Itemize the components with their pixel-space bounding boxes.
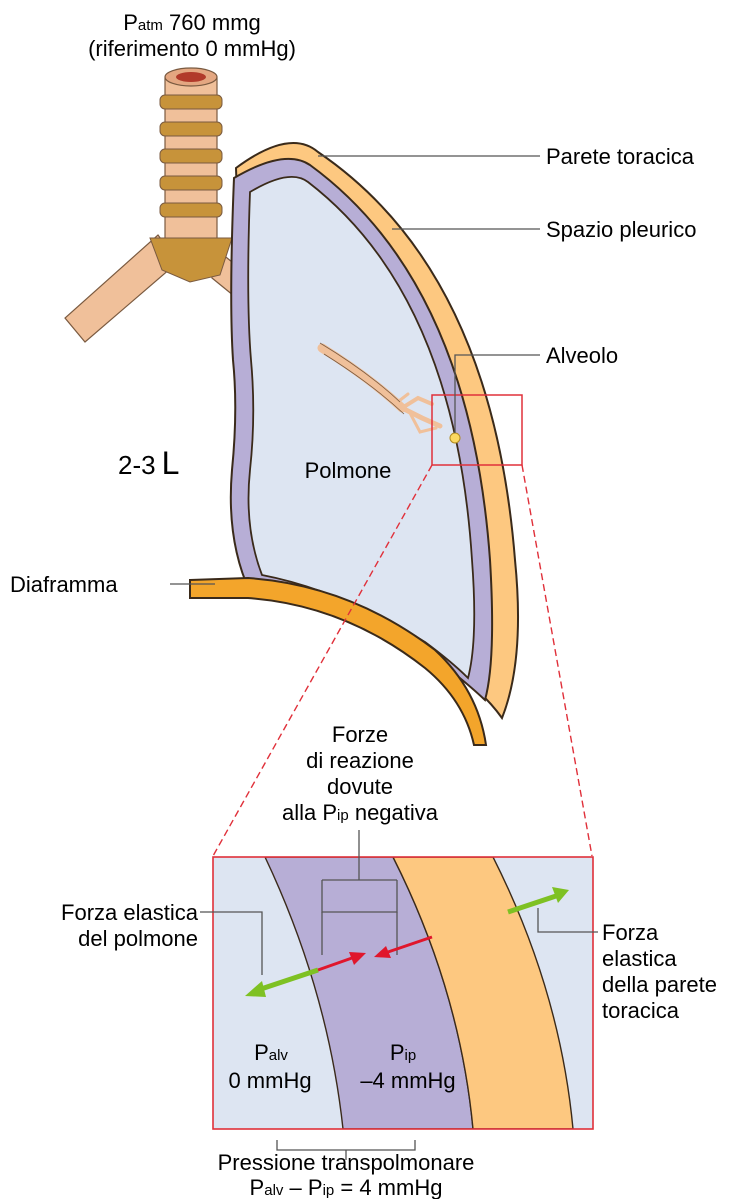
reaction-forces-line-2: di reazione (306, 748, 414, 773)
lung-elastic-label-1: Forza elastica (61, 900, 199, 925)
patm-label: Patm 760 mmg (123, 10, 261, 35)
pip-value: –4 mmHg (360, 1068, 455, 1093)
alveolus-dot (450, 433, 460, 443)
alveolus-label: Alveolo (546, 343, 618, 368)
diaphragm-label: Diaframma (10, 572, 118, 597)
pleural-space-label: Spazio pleurico (546, 217, 696, 242)
transpulmonary-title: Pressione transpolmonare (218, 1150, 475, 1175)
reaction-forces-line-3: dovute (327, 774, 393, 799)
zoom-line-right (522, 465, 592, 856)
reaction-forces-line-1: Forze (332, 722, 388, 747)
reference-label: (riferimento 0 mmHg) (88, 36, 296, 61)
lung-elastic-label-2: del polmone (78, 926, 198, 951)
palv-value: 0 mmHg (228, 1068, 311, 1093)
wall-elastic-label-3: della parete (602, 972, 717, 997)
wall-elastic-label-1: Forza (602, 920, 659, 945)
reaction-forces-line-4: alla Pip negativa (282, 800, 439, 825)
transpulmonary-equation: Palv – Pip = 4 mmHg (250, 1175, 443, 1199)
wall-elastic-label-2: elastica (602, 946, 677, 971)
chest-wall-label: Parete toracica (546, 144, 695, 169)
transpulmonary-bracket (277, 1140, 415, 1150)
lung-label: Polmone (305, 458, 392, 483)
wall-elastic-label-4: toracica (602, 998, 680, 1023)
